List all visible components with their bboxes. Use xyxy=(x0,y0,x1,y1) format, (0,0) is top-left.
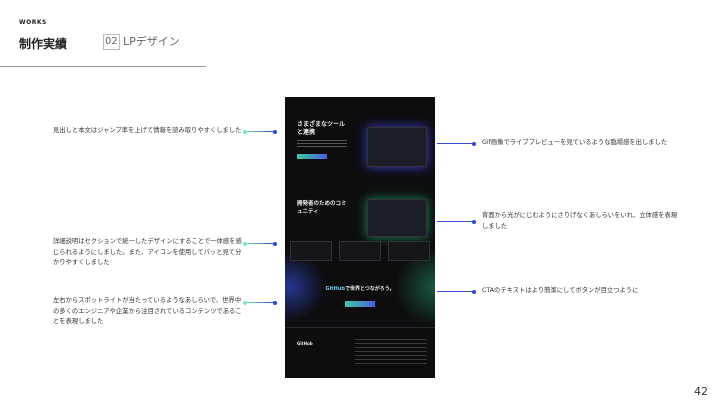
feature-card xyxy=(290,241,332,261)
section-label: WORKS xyxy=(19,19,47,26)
hero-body xyxy=(297,140,347,148)
work-subtitle: LPデザイン xyxy=(123,35,180,48)
footer-logo: GitHub xyxy=(297,341,313,346)
header-divider xyxy=(0,66,206,67)
cta-button xyxy=(345,301,375,307)
connector-right-2 xyxy=(437,219,476,224)
community-title: 開発者のためのコミュニティ xyxy=(297,201,347,215)
page-title: 制作実績 xyxy=(19,37,68,51)
page-number: 42 xyxy=(694,385,708,398)
work-number-badge: 02 xyxy=(103,34,120,50)
cta-text: で世界とつながろう。 xyxy=(345,286,395,292)
annotation-left-3: 左右からスポットライトが当たっているようなあしらいで、世界中の多くのエンジニアや… xyxy=(53,297,242,325)
connector-left-1 xyxy=(243,129,277,134)
annotation-right-1: Gif画像でライブプレビューを見ているような臨場感を出しました xyxy=(482,139,668,146)
cta-brand: GitHub xyxy=(325,286,345,292)
connector-right-1 xyxy=(437,141,476,146)
footer-divider xyxy=(285,327,435,328)
connector-right-3 xyxy=(437,289,476,294)
lp-mockup: さまざまなツールと連携 開発者のためのコミュニティ GitHubで世界とつながろ… xyxy=(285,97,435,378)
annotation-left-2: 詳細説明はセクションで統一したデザインにすることで一体感を感じられるようにしまし… xyxy=(53,238,242,266)
feature-card xyxy=(339,241,381,261)
footer-links xyxy=(355,339,427,364)
community-preview xyxy=(367,199,427,237)
hero-gif-preview xyxy=(367,127,427,167)
annotation-left-1: 見出しと本文はジャンプ率を上げて情報を読み取りやすくしました xyxy=(53,127,242,134)
annotation-right-2: 背面から光がにじむようにさりげなくあしらいをいれ、立体感を表現しました xyxy=(482,212,678,230)
annotation-right-3: CTAのテキストはより簡潔にしてボタンが目立つように xyxy=(482,287,639,294)
connector-left-3 xyxy=(243,300,277,305)
feature-card xyxy=(388,241,430,261)
connector-left-2 xyxy=(243,241,277,246)
cta-heading: GitHubで世界とつながろう。 xyxy=(285,285,435,292)
hero-title: さまざまなツールと連携 xyxy=(297,121,346,136)
hero-button xyxy=(297,154,327,159)
